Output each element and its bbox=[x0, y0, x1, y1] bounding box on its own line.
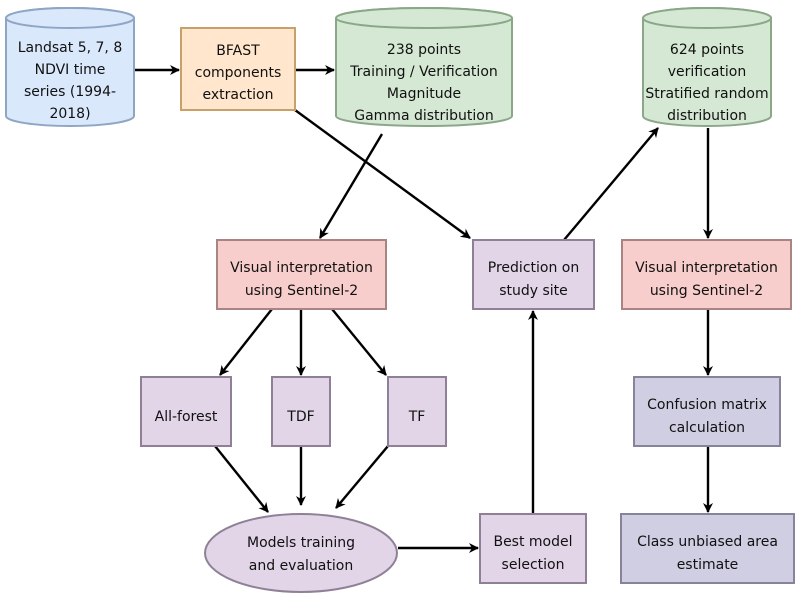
node-label-line: Gamma distribution bbox=[354, 108, 494, 124]
arrow-prediction-to-points624 bbox=[563, 127, 659, 241]
node-best: Best model selection bbox=[479, 513, 587, 584]
node-label-line: BFAST bbox=[216, 43, 260, 59]
edges-layer bbox=[134, 65, 713, 553]
node-label-line: selection bbox=[502, 557, 565, 573]
node-models: Models training and evaluation bbox=[204, 513, 398, 593]
node-label-line: and evaluation bbox=[249, 558, 353, 574]
arrow-allforest-to-models bbox=[214, 445, 269, 513]
node-label-line: Magnitude bbox=[387, 86, 461, 102]
node-label-line: components bbox=[195, 65, 282, 81]
process-box bbox=[479, 513, 587, 584]
node-label-line: using Sentinel-2 bbox=[245, 283, 358, 299]
node-label-line: Class unbiased area bbox=[637, 534, 778, 550]
node-visual-right: Visual interpretation using Sentinel-2 bbox=[621, 239, 792, 310]
node-label-line: verification bbox=[668, 64, 746, 80]
node-bfast: BFAST components extraction bbox=[180, 27, 296, 111]
node-label-line: NDVI time bbox=[35, 62, 106, 78]
arrow-visual_left-to-allforest bbox=[219, 308, 273, 376]
node-landsat: Landsat 5, 7, 8 NDVI time series (1994- 201… bbox=[5, 7, 135, 127]
node-confusion: Confusion matrix calculation bbox=[633, 376, 781, 447]
process-box bbox=[216, 239, 387, 310]
node-label-line: Landsat 5, 7, 8 bbox=[18, 40, 122, 56]
node-label-line: Visual interpretation bbox=[635, 260, 778, 276]
node-label-line: calculation bbox=[669, 420, 745, 436]
node-label-line: Confusion matrix bbox=[647, 397, 767, 413]
node-label-line: using Sentinel-2 bbox=[650, 283, 763, 299]
process-ellipse bbox=[204, 513, 398, 593]
node-label-line: distribution bbox=[667, 108, 747, 124]
node-unbiased: Class unbiased area estimate bbox=[620, 513, 795, 584]
process-box bbox=[621, 239, 792, 310]
node-visual-left: Visual interpretation using Sentinel-2 bbox=[216, 239, 387, 310]
node-tdf: TDF bbox=[271, 376, 331, 447]
node-tf: TF bbox=[387, 376, 447, 447]
node-label-line: All-forest bbox=[155, 409, 218, 425]
node-label-line: Stratified random bbox=[645, 86, 768, 102]
node-label-line: estimate bbox=[677, 557, 739, 573]
process-box bbox=[180, 27, 296, 111]
process-box bbox=[472, 239, 595, 310]
node-prediction: Prediction on study site bbox=[472, 239, 595, 310]
cylinder-top bbox=[5, 7, 135, 29]
node-label-line: extraction bbox=[203, 87, 274, 103]
node-label-line: Best model bbox=[493, 534, 572, 550]
node-label-line: TDF bbox=[286, 409, 314, 425]
nodes-layer: Landsat 5, 7, 8 NDVI time series (1994- 201… bbox=[5, 7, 795, 593]
node-allforest: All-forest bbox=[140, 376, 232, 447]
node-label-line: 2018) bbox=[49, 106, 90, 122]
node-label-line: TF bbox=[408, 409, 426, 425]
process-box bbox=[140, 376, 232, 447]
node-label-line: Visual interpretation bbox=[230, 260, 373, 276]
node-label-line: Prediction on bbox=[488, 260, 579, 276]
node-label-line: series (1994- bbox=[24, 84, 116, 100]
arrow-tf-to-models bbox=[335, 445, 389, 509]
process-box bbox=[387, 376, 447, 447]
arrow-bfast-to-prediction bbox=[294, 109, 471, 239]
process-box bbox=[633, 376, 781, 447]
node-label-line: 238 points bbox=[387, 42, 461, 58]
cylinder-top bbox=[642, 7, 772, 29]
process-box bbox=[271, 376, 331, 447]
node-label-line: 624 points bbox=[670, 42, 744, 58]
arrow-visual_left-to-tf bbox=[331, 308, 387, 376]
node-label-line: Models training bbox=[247, 535, 355, 551]
node-label-line: Training / Verification bbox=[349, 64, 498, 80]
process-box bbox=[620, 513, 795, 584]
node-label-line: study site bbox=[499, 283, 568, 299]
arrow-points238-to-visual_left bbox=[318, 133, 384, 239]
cylinder-top bbox=[335, 7, 513, 29]
